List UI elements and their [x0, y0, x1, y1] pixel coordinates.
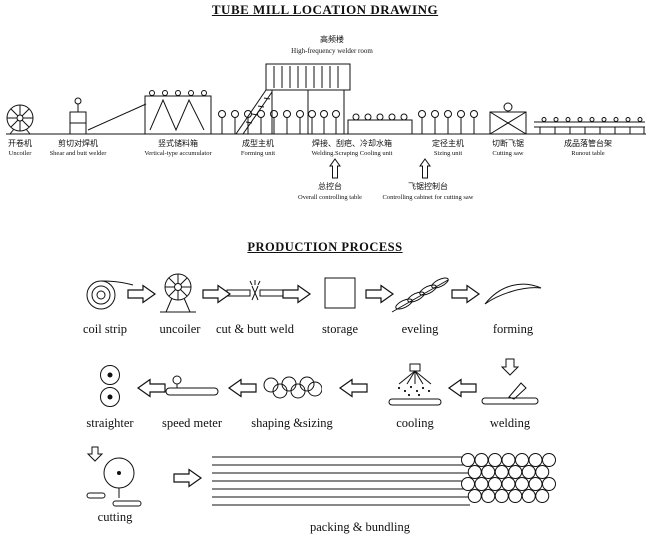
- welding-cooling-unit-icon: [308, 110, 413, 135]
- straighter-icon: [100, 365, 120, 407]
- station-speed-meter: speed meter: [144, 362, 240, 430]
- step-label: speed meter: [161, 416, 223, 430]
- station-storage: storage: [292, 268, 388, 336]
- uncoiler-machine-icon: [6, 104, 34, 135]
- station-cutting: cutting: [67, 446, 163, 524]
- forming-icon: [484, 283, 542, 305]
- step-label: storage: [321, 322, 359, 336]
- label-weldcool-cn: 焊接、刮疤、冷却水箱: [312, 138, 392, 148]
- flow-arrow-left-icon: [338, 378, 368, 398]
- coil-strip-icon: [86, 280, 134, 310]
- station-shaping-sizing: shaping &sizing: [244, 362, 340, 430]
- cutting-saw-icon: [489, 102, 527, 135]
- shear-butt-welder-icon: [69, 97, 87, 135]
- label-forming-en: Forming unit: [241, 150, 275, 157]
- station-straighter: straighter: [62, 362, 158, 430]
- machine-labels: 开卷机 Uncoiler 剪切对焊机 Shear and butt welder…: [8, 34, 612, 201]
- flow-arrow-right-icon: [173, 468, 203, 488]
- flow-arrow-right-icon: [451, 284, 481, 304]
- label-uncoiler-en: Uncoiler: [9, 150, 33, 157]
- flow-arrow-right-icon: [282, 284, 312, 304]
- label-sizing-cn: 定径主机: [432, 138, 464, 148]
- flow-arrow-left-icon: [447, 378, 477, 398]
- uncoiler-icon: [160, 273, 196, 313]
- label-forming-cn: 成型主机: [242, 138, 274, 148]
- location-drawing-title: TUBE MILL LOCATION DRAWING: [0, 2, 650, 18]
- forming-unit-icon: [218, 110, 304, 134]
- station-cut-butt-weld: cut & butt weld: [207, 268, 303, 336]
- hf-welder-room-icon: [265, 63, 351, 134]
- station-welding: welding: [462, 358, 558, 430]
- cutting-icon: [86, 446, 142, 507]
- storage-icon: [324, 277, 356, 309]
- step-label: cutting: [97, 510, 133, 524]
- label-shear-en: Shear and butt welder: [50, 150, 108, 157]
- shaping-sizing-icon: [263, 376, 322, 399]
- cut-butt-weld-icon: [226, 280, 284, 301]
- sizing-unit-icon: [418, 110, 478, 134]
- label-saw-control-cn: 飞锯控制台: [408, 181, 448, 191]
- machinery-linework: [6, 63, 646, 179]
- label-accumulator-cn: 竖式储料箱: [158, 138, 198, 148]
- flow-arrow-down-icon: [86, 446, 104, 462]
- label-shear-cn: 剪切对焊机: [58, 138, 98, 148]
- label-overall-control-cn: 总控台: [318, 181, 342, 191]
- step-label: uncoiler: [159, 322, 201, 336]
- flow-arrow-left-icon: [227, 378, 257, 398]
- step-label: welding: [489, 416, 531, 430]
- label-weldcool-en: Welding.Scraping Cooling unit: [312, 150, 393, 157]
- label-hf-room-cn: 高频楼: [320, 34, 344, 44]
- label-runout-en: Runout table: [571, 150, 605, 157]
- step-label: eveling: [401, 322, 439, 336]
- station-cooling: cooling: [367, 362, 463, 430]
- overall-control-pointer-arrow-icon: [329, 158, 341, 179]
- flow-arrow-right-icon: [127, 284, 157, 304]
- station-eveling: eveling: [372, 268, 468, 336]
- runout-table-icon: [534, 117, 645, 134]
- production-process-title-text: PRODUCTION PROCESS: [247, 240, 403, 254]
- label-overall-control-en: Overall controlling table: [298, 194, 362, 201]
- saw-control-pointer-arrow-icon: [419, 158, 431, 179]
- step-label: shaping &sizing: [251, 416, 333, 430]
- cooling-icon: [388, 363, 442, 406]
- packing-bundling-label: packing & bundling: [310, 520, 410, 534]
- station-coil-strip: coil strip: [57, 268, 153, 336]
- label-runout-cn: 成品落管台架: [564, 138, 612, 148]
- label-sizing-en: Sizing unit: [434, 150, 463, 157]
- strip-incline: [87, 103, 147, 131]
- step-label: cooling: [396, 416, 434, 430]
- label-cutsaw-en: Cutting saw: [492, 150, 524, 157]
- station-forming: forming: [465, 268, 561, 336]
- step-label: forming: [492, 322, 534, 336]
- location-drawing-title-text: TUBE MILL LOCATION DRAWING: [211, 2, 439, 17]
- station-uncoiler: uncoiler: [132, 268, 228, 336]
- stairs: [235, 89, 273, 135]
- eveling-icon: [391, 277, 449, 313]
- label-hf-room-en: High-frequency welder room: [291, 47, 373, 55]
- label-cutsaw-cn: 切断飞锯: [492, 138, 524, 148]
- speed-meter-icon: [165, 375, 219, 396]
- welding-icon: [481, 358, 539, 405]
- flow-arrow-down-icon: [500, 358, 520, 376]
- flow-arrow-right-icon: [202, 284, 232, 304]
- flow-arrow-right-icon: [365, 284, 395, 304]
- accumulator-icon: [144, 90, 212, 135]
- tube-mill-location-drawing: 开卷机 Uncoiler 剪切对焊机 Shear and butt welder…: [6, 34, 646, 201]
- flow-arrow-left-icon: [136, 378, 166, 398]
- step-label: straighter: [86, 416, 134, 430]
- label-accumulator-en: Vertical-type accumulator: [144, 150, 212, 157]
- label-uncoiler-cn: 开卷机: [8, 138, 32, 148]
- pipe-bundle-icon: [212, 453, 556, 506]
- label-saw-control-en: Controlling cabinet for cutting saw: [383, 194, 474, 201]
- step-label: cut & butt weld: [215, 322, 295, 336]
- production-process-title: PRODUCTION PROCESS: [0, 240, 650, 255]
- step-label: coil strip: [82, 322, 128, 336]
